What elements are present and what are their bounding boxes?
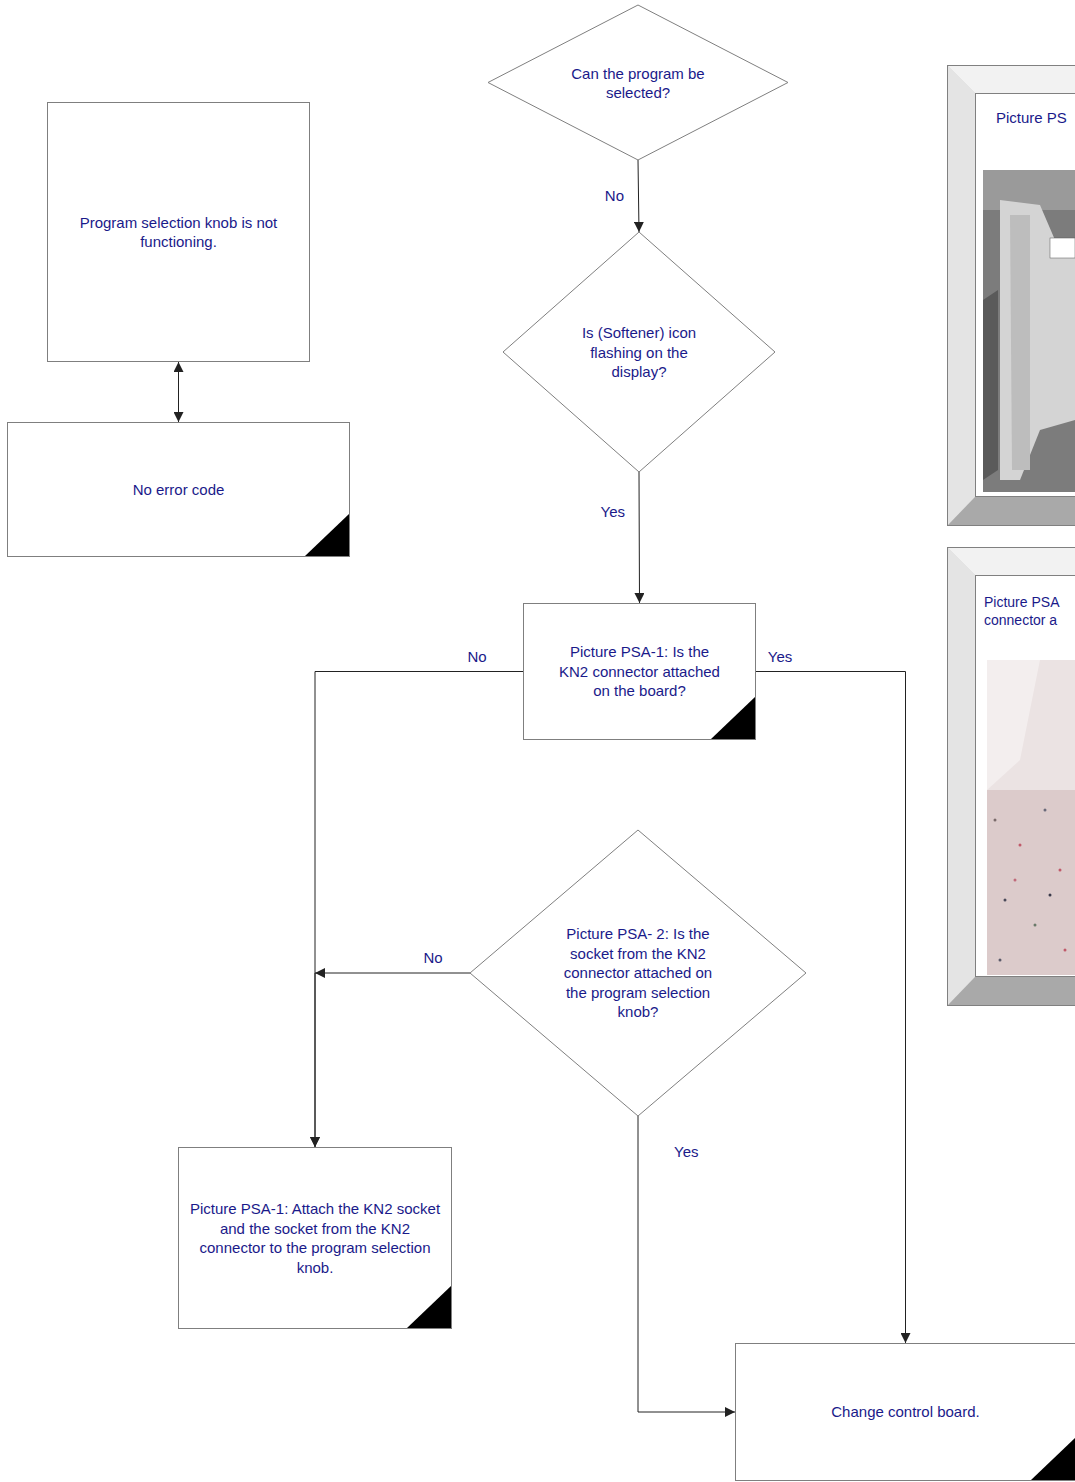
flow-connector <box>315 968 470 1147</box>
decision-diamond: Is (Softener) icon flashing on the displ… <box>503 232 775 472</box>
picture-frame <box>948 548 1075 1006</box>
flow-connector <box>315 672 523 1148</box>
picture-frame <box>948 66 1075 526</box>
connector-line <box>756 672 906 1344</box>
node-text: Change control board. <box>776 1402 1036 1422</box>
diamond-shape <box>503 232 775 472</box>
picture-panel: Picture PSA connector a <box>947 547 1075 1005</box>
corner-mark <box>711 697 755 739</box>
diamond-shape <box>470 830 806 1116</box>
process-box: Picture PSA-1: Attach the KN2 socket and… <box>178 1147 452 1329</box>
node-text: Program selection knob is not functionin… <box>79 213 279 252</box>
diamond-outline <box>488 5 788 160</box>
node-text: Picture PSA- 2: Is the socket from the K… <box>553 924 723 1022</box>
flow-connector <box>638 160 639 232</box>
corner-mark <box>1031 1438 1075 1480</box>
edge-label: No <box>465 648 488 666</box>
flow-connector <box>178 362 179 422</box>
connector-line <box>315 672 523 1148</box>
corner-triangle <box>1031 1438 1075 1480</box>
node-text: Picture PSA connector a <box>984 593 1070 629</box>
connector-line <box>638 160 639 232</box>
connector-line <box>315 973 470 1147</box>
corner-triangle <box>711 697 755 739</box>
node-text: Can the program be selected? <box>563 63 713 102</box>
connector-line <box>178 362 179 422</box>
decision-diamond: Can the program be selected? <box>488 5 788 160</box>
node-text: Picture PS <box>996 108 1067 128</box>
corner-mark <box>407 1286 451 1328</box>
arrowhead <box>315 968 325 978</box>
edge-label: Yes <box>599 503 627 521</box>
node-text: Picture PSA-1: Is the KN2 connector atta… <box>556 642 724 701</box>
decision-diamond: Picture PSA- 2: Is the socket from the K… <box>470 830 806 1116</box>
edge-label: Yes <box>766 648 794 666</box>
process-box: Picture PSA-1: Is the KN2 connector atta… <box>523 603 756 740</box>
node-text: Picture PSA-1: Attach the KN2 socket and… <box>188 1199 442 1277</box>
edge-label: Yes <box>672 1143 700 1161</box>
flow-connector <box>756 672 906 1344</box>
flow-connector <box>638 1116 735 1412</box>
node-text: Is (Softener) icon flashing on the displ… <box>573 323 705 382</box>
photo <box>987 660 1075 975</box>
edge-label: No <box>603 187 626 205</box>
node-text: No error code <box>49 480 309 500</box>
flow-connector <box>639 472 641 603</box>
photo <box>983 170 1075 492</box>
edge-label: No <box>421 949 444 967</box>
connector-line <box>639 472 641 603</box>
process-box: Program selection knob is not functionin… <box>47 102 310 362</box>
corner-mark <box>305 514 349 556</box>
corner-triangle <box>407 1286 451 1328</box>
picture-panel: Picture PS <box>947 65 1075 525</box>
diamond-shape <box>488 5 788 160</box>
corner-triangle <box>305 514 349 556</box>
process-box: No error code <box>7 422 350 557</box>
process-box: Change control board. <box>735 1343 1075 1481</box>
connector-line <box>638 1116 735 1412</box>
